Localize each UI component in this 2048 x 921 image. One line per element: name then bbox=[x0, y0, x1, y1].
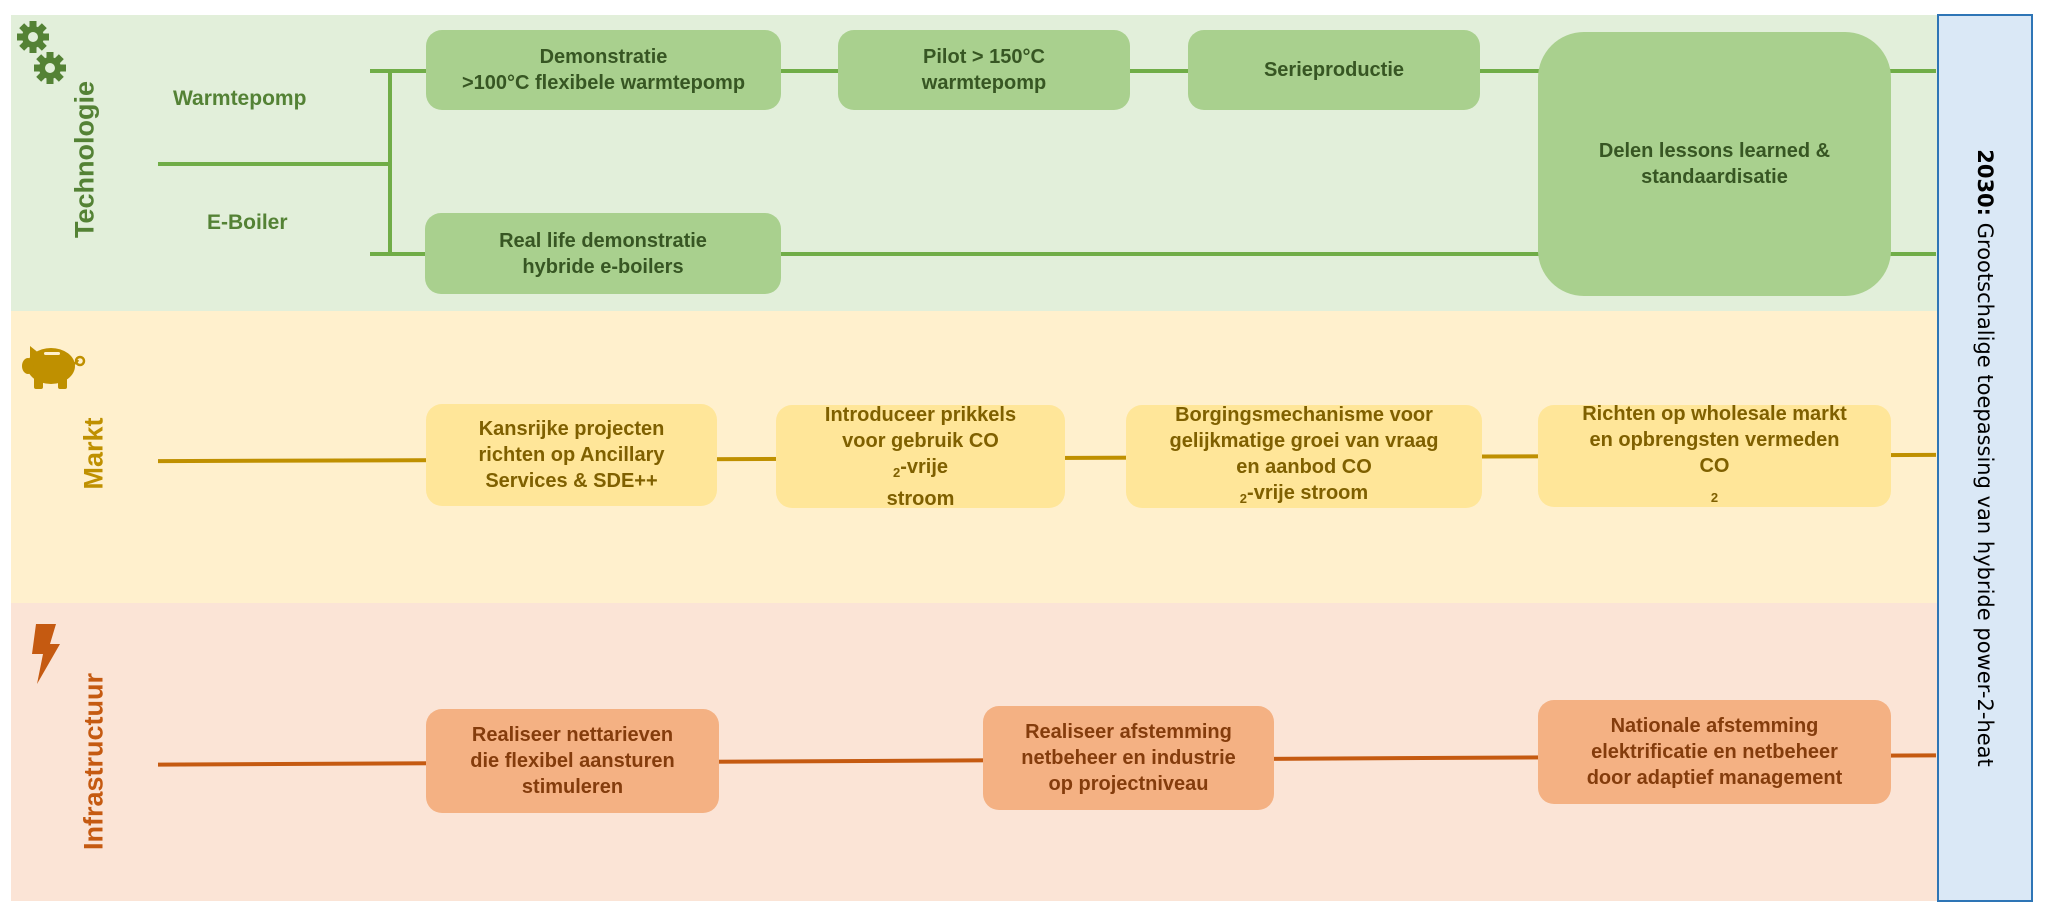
goal-description: Grootschalige toepassing van hybride pow… bbox=[1973, 216, 1997, 767]
piggy-bank-icon bbox=[22, 346, 86, 389]
gears-icon bbox=[17, 21, 66, 84]
subscript: 2 bbox=[892, 464, 901, 480]
lane-title-infrastructuur: Infrastructuur bbox=[78, 672, 109, 851]
box-kansrijke-projecten: Kansrijke projecten richten op Ancillary… bbox=[426, 404, 717, 506]
lane-title-technologie: Technologie bbox=[69, 81, 100, 239]
box-delen-lessons-learned: Delen lessons learned & standaardisatie bbox=[1538, 32, 1891, 296]
sublabel-e-boiler: E-Boiler bbox=[207, 211, 288, 234]
lane-title-markt: Markt bbox=[78, 417, 109, 490]
connector-line bbox=[370, 69, 1936, 73]
box-real-life-demonstratie: Real life demonstratie hybride e-boilers bbox=[425, 213, 781, 294]
box-pilot-warmtepomp: Pilot > 150°C warmtepomp bbox=[838, 30, 1130, 110]
box-demonstratie-warmtepomp: Demonstratie >100°C flexibele warmtepomp bbox=[426, 30, 781, 110]
box-wholesale-markt: Richten op wholesale markt en opbrengste… bbox=[1538, 403, 1891, 507]
goal-year: 2030: bbox=[1973, 149, 1997, 217]
box-borgingsmechanisme: Borgingsmechanisme voor gelijkmatige gro… bbox=[1126, 404, 1482, 508]
connector-line bbox=[388, 70, 392, 255]
sublabel-warmtepomp: Warmtepomp bbox=[173, 87, 307, 110]
subscript: 2 bbox=[1239, 490, 1248, 506]
box-realiseer-afstemming: Realiseer afstemming netbeheer en indust… bbox=[983, 706, 1274, 810]
connector-line bbox=[370, 252, 1936, 256]
goal-box-2030: 2030: Grootschalige toepassing van hybri… bbox=[1937, 14, 2033, 902]
lightning-bolt-icon bbox=[32, 624, 60, 684]
goal-text: 2030: Grootschalige toepassing van hybri… bbox=[1973, 149, 1997, 767]
box-serieproductie: Serieproductie bbox=[1188, 30, 1480, 110]
connector-line bbox=[158, 162, 391, 166]
box-nationale-afstemming: Nationale afstemming elektrificatie en n… bbox=[1538, 700, 1891, 804]
box-realiseer-nettarieven: Realiseer nettarieven die flexibel aanst… bbox=[426, 709, 719, 813]
subscript: 2 bbox=[1710, 490, 1719, 505]
